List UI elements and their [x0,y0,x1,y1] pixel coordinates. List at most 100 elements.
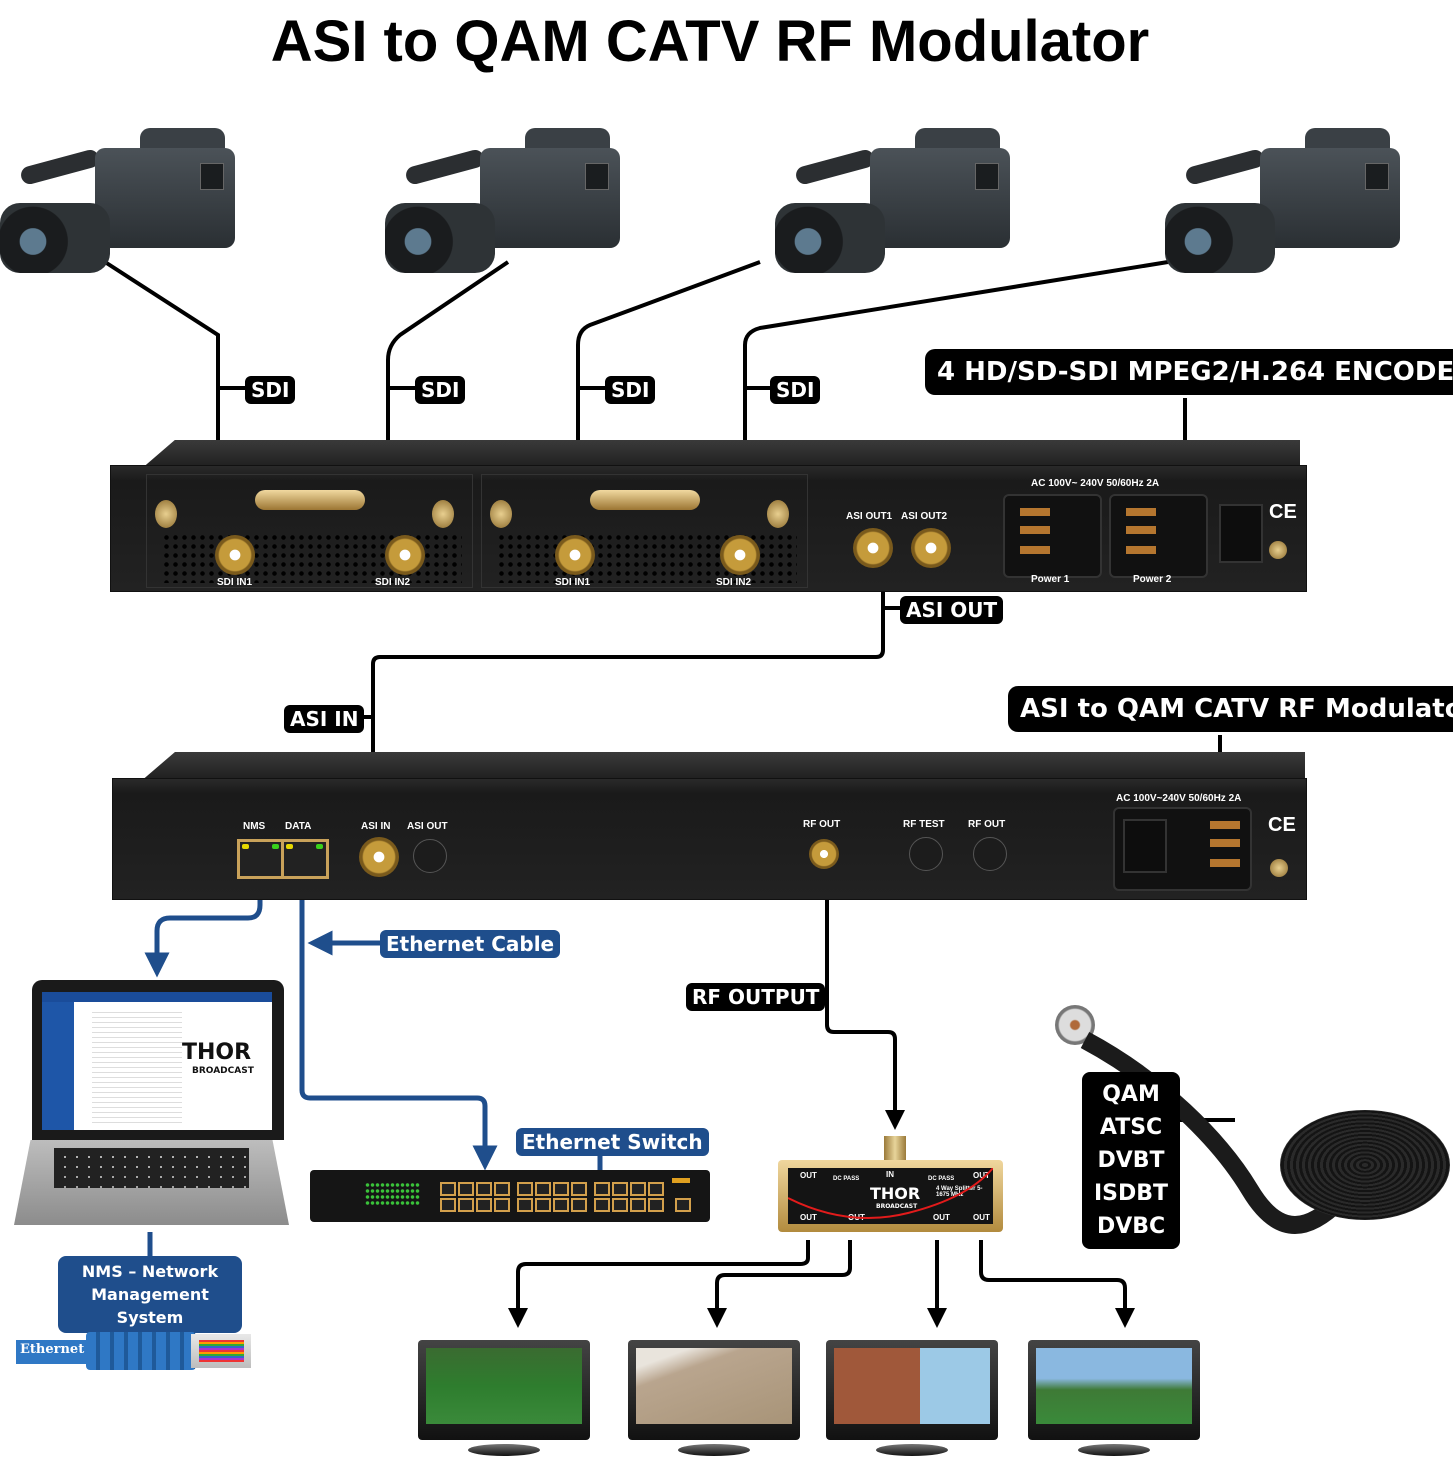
asi-out2-connector [911,528,951,568]
switch-port[interactable] [630,1198,646,1212]
modulator-device: NMS DATA ASI IN ASI OUT RF OUT RF TEST R… [112,778,1307,900]
tv-screen-soccer [426,1348,582,1424]
nms-laptop: THOR BROADCAST [14,980,289,1235]
nms-web-interface: THOR BROADCAST [42,992,272,1130]
switch-port[interactable] [476,1182,492,1196]
standard-atsc: ATSC [1099,1115,1163,1140]
power-inlet-1 [1003,494,1102,578]
card-handle [255,490,365,510]
switch-port[interactable] [571,1198,587,1212]
rf-output-label: RF OUTPUT [686,983,826,1011]
rf-output-cable [825,870,905,1130]
switch-port[interactable] [458,1198,474,1212]
video-camera-2 [385,118,640,278]
switch-port[interactable] [535,1182,551,1196]
tv-screen-field [1036,1348,1192,1424]
ce-mark: CE [1268,814,1296,836]
tv-feed-1 [508,1240,810,1328]
switch-port[interactable] [594,1182,610,1196]
switch-port[interactable] [553,1198,569,1212]
switch-port[interactable] [612,1198,628,1212]
switch-port[interactable] [458,1182,474,1196]
tv-3 [826,1340,998,1466]
video-camera-3 [775,118,1030,278]
sdi-label-2: SDI [415,376,466,404]
tv-2 [628,1340,800,1466]
switch-port[interactable] [553,1182,569,1196]
switch-port[interactable] [594,1198,610,1212]
switch-port[interactable] [494,1198,510,1212]
power-switch[interactable] [1219,504,1263,563]
modulation-standards: QAM ATSC DVBT ISDBT DVBC [1082,1072,1181,1249]
asi-out2-label: ASI OUT2 [901,511,948,522]
encoder-card-1: SDI IN1 SDI IN2 [146,474,473,588]
switch-port[interactable] [440,1198,456,1212]
data-cable [299,870,498,1171]
asi-out-port [413,839,447,873]
nms-cable [144,870,263,978]
ethernet-plug-icon: Ethernet [16,1328,256,1373]
splitter-input-connector [884,1136,906,1162]
standard-qam: QAM [1102,1082,1160,1107]
rf-out-port-2 [973,837,1007,871]
sdi-label-3: SDI [605,376,656,404]
standard-dvbc: DVBC [1096,1214,1166,1239]
power-rating: AC 100V~ 240V 50/60Hz 2A [1031,478,1160,489]
nms-sidebar [42,1002,74,1130]
switch-port[interactable] [648,1198,664,1212]
ethernet-switch [310,1170,710,1222]
diagram-title: ASI to QAM CATV RF Modulator [270,9,1150,74]
encoder-device: SDI IN1 SDI IN2 SDI IN1 SDI IN2 ASI OUT1… [110,465,1307,592]
uplink-port[interactable] [675,1198,691,1212]
sdi-in2-connector [720,535,760,575]
sdi-in2-connector [385,535,425,575]
status-leds [365,1182,420,1207]
switch-port[interactable] [517,1198,533,1212]
power-switch[interactable] [1123,819,1167,873]
tv-feed-4 [979,1240,1135,1328]
nms-label: NMS – Network Management System [58,1256,242,1333]
switch-port[interactable] [476,1198,492,1212]
sdi-label-4: SDI [770,376,821,404]
sdi-cable-3 [568,260,761,550]
encoder-label: 4 HD/SD-SDI MPEG2/H.264 ENCODER [925,349,1453,395]
switch-port[interactable] [630,1182,646,1196]
switch-port[interactable] [517,1182,533,1196]
switch-port[interactable] [612,1182,628,1196]
asi-out1-label: ASI OUT1 [846,511,893,522]
sdi-label-1: SDI [245,376,296,404]
asi-in-connector [359,837,399,877]
rf-splitter: OUT IN OUT DC PASS DC PASS THOR BROADCAS… [778,1160,1003,1232]
power-rating: AC 100V~240V 50/60Hz 2A [1116,793,1242,804]
switch-port[interactable] [494,1182,510,1196]
modulator-label: ASI to QAM CATV RF Modulator [1008,686,1453,732]
sdi-in1-connector [555,535,595,575]
tv-1 [418,1340,590,1466]
video-camera-1 [0,118,255,278]
thor-logo: THOR [870,1184,921,1203]
switch-port[interactable] [571,1182,587,1196]
thor-logo: THOR [182,1040,252,1065]
tv-feed-2 [707,1240,852,1328]
data-port[interactable] [281,839,329,879]
switch-port[interactable] [535,1198,551,1212]
asi-out-label: ASI OUT [900,596,1004,624]
rf-out-connector [809,839,839,869]
encoder-card-2: SDI IN1 SDI IN2 [481,474,808,588]
rf-test-port [909,837,943,871]
ground-terminal [1269,541,1287,559]
nms-port[interactable] [237,839,285,879]
sdi-in1-connector [215,535,255,575]
video-camera-4 [1165,118,1420,278]
cable-coil [1280,1110,1450,1220]
asi-out1-connector [853,528,893,568]
camera-microphone [19,147,101,187]
switch-port[interactable] [648,1182,664,1196]
switch-port[interactable] [440,1182,456,1196]
standard-isdbt: ISDBT [1094,1181,1169,1206]
tv-screen-beach [636,1348,792,1424]
sdi-cable-2 [378,260,510,550]
tv-screen-cliff [834,1348,990,1424]
ethernet-cable-label: Ethernet Cable [380,930,561,958]
